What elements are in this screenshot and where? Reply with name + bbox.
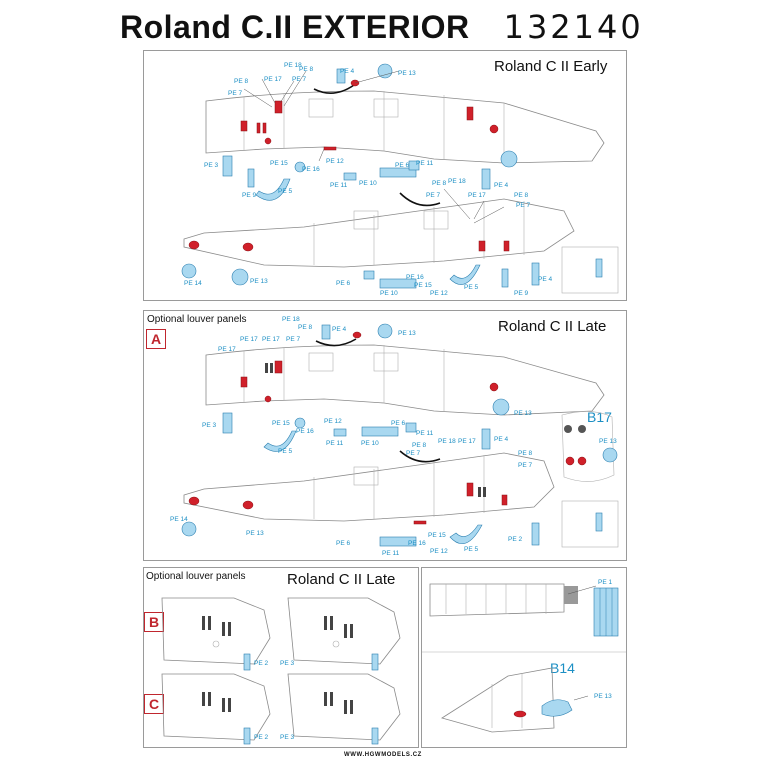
late-a-lbl-pe17c: PE 17 <box>262 336 280 343</box>
panel-late-bc-title: Roland C II Late <box>287 571 396 588</box>
early-lbl-pe10a: PE 10 <box>359 180 377 187</box>
late-a-lbl-pe2: PE 2 <box>508 536 522 543</box>
panel-late-bc-note: Optional louver panels <box>146 571 246 582</box>
late-a-lbl-pe15a: PE 15 <box>272 420 290 427</box>
late-a-lbl-pe16b: PE 16 <box>408 540 426 547</box>
panel-late-a-callout: B17 <box>587 409 612 425</box>
early-lbl-pe8b: PE 8 <box>299 66 313 73</box>
early-lbl-pe13b: PE 13 <box>250 278 268 285</box>
panel-late-a-badge: A <box>146 329 166 349</box>
late-a-lbl-pe10a: PE 10 <box>361 440 379 447</box>
early-lbl-pe9a: PE 9 <box>242 192 256 199</box>
late-a-lbl-pe12b: PE 12 <box>430 548 448 555</box>
late-a-lbl-pe18b: PE 18 <box>438 438 456 445</box>
early-lbl-pe4a: PE 4 <box>340 68 354 75</box>
late-a-lbl-pe8c: PE 8 <box>518 450 532 457</box>
late-a-lbl-pe13c: PE 13 <box>599 438 617 445</box>
early-lbl-pe8c: PE 8 <box>432 180 446 187</box>
panel-late-bc: Optional louver panels Roland C II Late … <box>143 567 419 748</box>
b-lbl-pe2: PE 2 <box>254 660 268 667</box>
late-a-lbl-pe4a: PE 4 <box>332 326 346 333</box>
wing-lbl-pe13: PE 13 <box>594 693 612 700</box>
late-a-lbl-pe14: PE 14 <box>170 516 188 523</box>
early-lbl-pe15a: PE 15 <box>270 160 288 167</box>
late-a-lbl-pe17d: PE 17 <box>458 438 476 445</box>
early-lbl-pe11a: PE 11 <box>330 182 348 189</box>
late-a-lbl-pe16a: PE 16 <box>296 428 314 435</box>
wing-lbl-pe1: PE 1 <box>598 579 612 586</box>
early-lbl-pe8d: PE 8 <box>514 192 528 199</box>
late-a-lbl-pe5a: PE 5 <box>278 448 292 455</box>
panel-late-a-note: Optional louver panels <box>147 314 247 325</box>
early-lbl-pe3: PE 3 <box>204 162 218 169</box>
late-a-lbl-pe18a: PE 18 <box>282 316 300 323</box>
wing-diagram: PE 1 PE 13 <box>422 579 626 733</box>
early-lbl-pe16b: PE 16 <box>406 274 424 281</box>
early-lbl-pe7d: PE 7 <box>516 202 530 209</box>
late-a-lbl-pe15b: PE 15 <box>428 532 446 539</box>
late-a-lbl-pe8a: PE 8 <box>298 324 312 331</box>
late-a-lbl-pe11b: PE 11 <box>416 430 434 437</box>
early-lbl-pe7c: PE 7 <box>426 192 440 199</box>
title-text: Roland C.II EXTERIOR <box>120 9 470 45</box>
panel-late-a: Optional louver panels A Roland C II Lat… <box>143 310 627 561</box>
late-a-lbl-pe6b: PE 6 <box>336 540 350 547</box>
early-lbl-pe5b: PE 5 <box>464 284 478 291</box>
early-lbl-pe7b: PE 7 <box>292 76 306 83</box>
late-a-lbl-pe8b: PE 8 <box>412 442 426 449</box>
early-lbl-pe4c: PE 4 <box>538 276 552 283</box>
late-a-diagram: PE 18 PE 8 PE 4 PE 13 PE 17 PE 17 PE 17 … <box>170 316 619 557</box>
panel-early-title: Roland C II Early <box>494 58 608 75</box>
late-a-lbl-pe7a: PE 7 <box>286 336 300 343</box>
late-a-lbl-pe7c: PE 7 <box>518 462 532 469</box>
footer-website: WWW.HGWMODELS.CZ <box>344 752 422 758</box>
late-a-lbl-pe17a: PE 17 <box>240 336 258 343</box>
early-lbl-pe18b: PE 18 <box>448 178 466 185</box>
panel-early: Roland C II Early <box>143 50 627 301</box>
early-lbl-pe10b: PE 10 <box>380 290 398 297</box>
late-a-lbl-pe17b: PE 17 <box>218 346 236 353</box>
panel-late-bc-badge-c: C <box>144 694 164 714</box>
page-title: Roland C.II EXTERIOR 132140 <box>120 8 644 46</box>
early-lbl-pe6a: PE 6 <box>395 162 409 169</box>
panel-wing: B14 PE 1 PE 13 <box>421 567 627 748</box>
late-a-lbl-pe12a: PE 12 <box>324 418 342 425</box>
late-a-lbl-pe13a: PE 13 <box>398 330 416 337</box>
early-lbl-pe18a: PE 18 <box>284 62 302 69</box>
early-lbl-pe9b: PE 9 <box>514 290 528 297</box>
early-lbl-pe4b: PE 4 <box>494 182 508 189</box>
set-code: 132140 <box>503 8 644 46</box>
early-lbl-pe12b: PE 12 <box>430 290 448 297</box>
early-lbl-pe5a: PE 5 <box>278 188 292 195</box>
early-lbl-pe6b: PE 6 <box>336 280 350 287</box>
early-lbl-pe12a: PE 12 <box>326 158 344 165</box>
early-lbl-pe17a: PE 17 <box>264 76 282 83</box>
late-bc-diagram: PE 2 PE 3 PE 2 PE 3 <box>161 597 401 745</box>
panel-late-a-title: Roland C II Late <box>498 318 607 335</box>
early-lbl-pe15b: PE 15 <box>414 282 432 289</box>
panel-late-bc-badge-b: B <box>144 612 164 632</box>
late-a-lbl-pe13b: PE 13 <box>514 410 532 417</box>
late-a-lbl-pe4b: PE 4 <box>494 436 508 443</box>
panel-wing-callout: B14 <box>550 660 575 676</box>
b-lbl-pe3: PE 3 <box>280 660 294 667</box>
late-a-lbl-pe6a: PE 6 <box>391 420 405 427</box>
late-a-lbl-pe11a: PE 11 <box>326 440 344 447</box>
late-a-lbl-pe11c: PE 11 <box>382 550 400 557</box>
late-a-lbl-pe13d: PE 13 <box>246 530 264 537</box>
late-a-lbl-pe7b: PE 7 <box>406 450 420 457</box>
early-lbl-pe13a: PE 13 <box>398 70 416 77</box>
early-lbl-pe8a: PE 8 <box>234 78 248 85</box>
early-lbl-pe17b: PE 17 <box>468 192 486 199</box>
early-lbl-pe11b: PE 11 <box>416 160 434 167</box>
late-a-lbl-pe3: PE 3 <box>202 422 216 429</box>
early-lbl-pe7a: PE 7 <box>228 90 242 97</box>
late-a-lbl-pe5b: PE 5 <box>464 546 478 553</box>
c-lbl-pe2: PE 2 <box>254 734 268 741</box>
early-diagram: PE 8 PE 7 PE 17 PE 18 PE 8 PE 7 PE 4 PE … <box>181 62 619 297</box>
early-lbl-pe14: PE 14 <box>184 280 202 287</box>
early-lbl-pe16a: PE 16 <box>302 166 320 173</box>
c-lbl-pe3: PE 3 <box>280 734 294 741</box>
